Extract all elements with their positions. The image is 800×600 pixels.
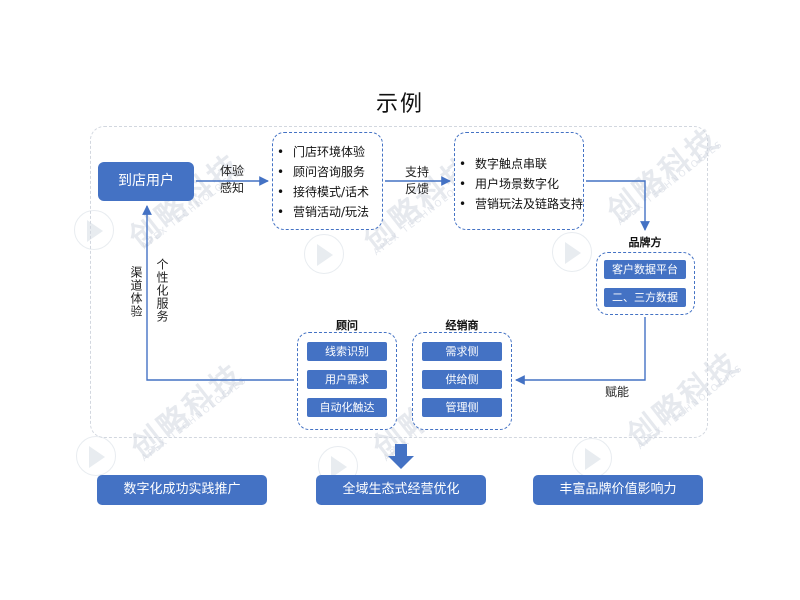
arrow-advisor-to-user — [142, 205, 294, 381]
dealer-item-management-side: 管理侧 — [422, 398, 502, 417]
brand-label: 品牌方 — [628, 236, 662, 249]
arrow-brand-to-dealer — [515, 317, 646, 385]
outcome-ecosystem-operation: 全域生态式经营优化 — [316, 475, 486, 505]
list-item: 数字触点串联 — [455, 154, 583, 174]
advisor-label: 顾问 — [336, 319, 358, 332]
list-item: 顾问咨询服务 — [273, 162, 382, 182]
personalized-service-label: 个性化服务 — [155, 258, 169, 323]
page-title: 示例 — [375, 92, 424, 117]
outcome-brand-value: 丰富品牌价值影响力 — [533, 475, 703, 505]
brand-item-third-party-data: 二、三方数据 — [604, 288, 686, 307]
dealer-item-supply-side: 供给侧 — [422, 370, 502, 389]
advisor-item-user-needs: 用户需求 — [307, 370, 387, 389]
list-item: 用户场景数字化 — [455, 174, 583, 194]
advisor-item-auto-reach: 自动化触达 — [307, 398, 387, 417]
empower-label: 赋能 — [604, 385, 629, 399]
arrow-touch-to-brand — [586, 180, 650, 231]
store-user-box: 到店用户 — [98, 162, 194, 201]
list-item: 门店环境体验 — [273, 142, 382, 162]
experience-label-line: 体验 — [219, 164, 244, 178]
diagram-frame — [90, 126, 708, 438]
list-item: 接待模式/话术 — [273, 182, 382, 202]
down-arrow-icon — [388, 444, 414, 469]
support-label-line: 支持 — [404, 165, 429, 179]
experience-label: 体验 感知 — [216, 163, 248, 197]
list-item: 营销活动/玩法 — [273, 202, 382, 222]
brand-item-customer-data-platform: 客户数据平台 — [604, 260, 686, 279]
channel-experience-label: 渠道体验 — [129, 266, 143, 318]
dealer-item-demand-side: 需求侧 — [422, 342, 502, 361]
touchpoint-box: 数字触点串联 用户场景数字化 营销玩法及链路支持 — [454, 132, 584, 230]
outcome-digital-practice: 数字化成功实践推广 — [97, 475, 267, 505]
advisor-item-lead-identification: 线索识别 — [307, 342, 387, 361]
list-item: 营销玩法及链路支持 — [455, 194, 583, 214]
support-label-line: 反馈 — [404, 182, 429, 196]
experience-box: 门店环境体验 顾问咨询服务 接待模式/话术 营销活动/玩法 — [272, 132, 383, 230]
dealer-label: 经销商 — [445, 319, 479, 332]
support-label: 支持 反馈 — [400, 164, 434, 198]
experience-label-line: 感知 — [219, 181, 244, 195]
